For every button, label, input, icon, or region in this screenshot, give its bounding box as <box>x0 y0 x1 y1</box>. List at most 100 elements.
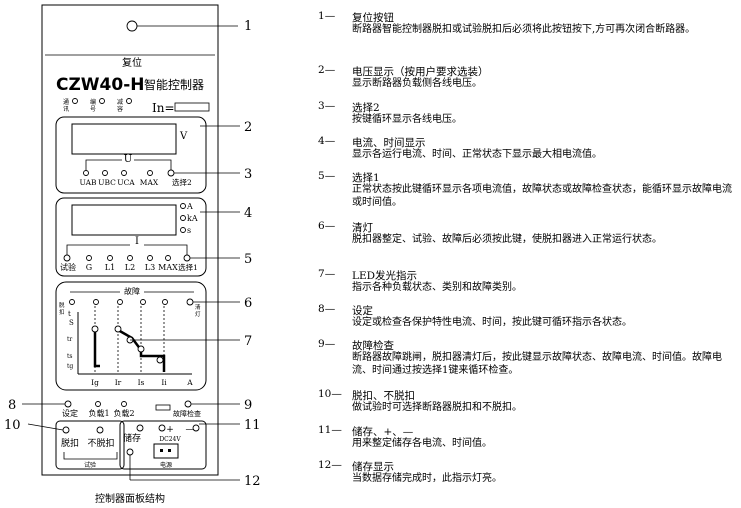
store-label: 储存 <box>123 432 141 444</box>
power-label: 电源 <box>160 461 172 469</box>
imax-label: MAX <box>158 263 178 272</box>
plus-button[interactable] <box>158 424 166 432</box>
store-led <box>126 448 134 456</box>
voltage-u-label: U <box>124 154 132 165</box>
current-display <box>71 204 177 236</box>
select2-button[interactable] <box>167 169 175 177</box>
load2-led <box>121 401 127 407</box>
comm-led <box>72 98 78 104</box>
panel-caption: 控制器面板结构 <box>95 492 165 505</box>
model-suffix: 智能控制器 <box>144 77 204 92</box>
g-led[interactable] <box>86 255 92 261</box>
legend-title: 电压显示（按用户要求选装） <box>352 66 489 78</box>
l1-label: L1 <box>105 263 115 272</box>
legend-num: 2— <box>318 64 336 76</box>
select1-label: 选择1 <box>178 262 198 272</box>
legend-num: 11— <box>318 424 342 436</box>
legend-title: 故障检查 <box>352 340 394 352</box>
legend-desc: 做试验时可选择断路器脱扣和不脱扣。 <box>352 402 522 413</box>
callout-12: 12 <box>244 474 261 489</box>
legend-title: 储存显示 <box>352 461 394 473</box>
fault-right-1: 清 <box>195 303 201 311</box>
select1-button[interactable] <box>183 254 191 262</box>
legend-title: 复位按钮 <box>352 12 394 24</box>
minus-button[interactable] <box>192 424 200 432</box>
fault-check-button[interactable] <box>184 400 192 408</box>
legend-desc: 断路器故障跳闸，脱扣器清灯后，按此键显示故障状态、故障电流、时间值。故障电流、时… <box>352 352 722 376</box>
trip-button[interactable] <box>62 426 70 434</box>
uca-led[interactable] <box>121 170 127 176</box>
callout-6: 6 <box>244 296 252 311</box>
legend-desc: 设定或检查各保护特性电流、时间，按此键可循环指示各状态。 <box>352 317 632 328</box>
curve-led-s2 <box>137 345 145 353</box>
fault-led-3 <box>117 299 123 305</box>
current-unit-a: A <box>186 202 193 211</box>
current-unit-a-led <box>180 203 186 209</box>
fault-led-2 <box>93 299 99 305</box>
setting-button[interactable] <box>64 400 72 408</box>
fault-led-5 <box>162 299 168 305</box>
reset-label: 复位 <box>122 56 142 69</box>
ubc-led[interactable] <box>102 170 108 176</box>
legend-desc: 显示各运行电流、时间、正常状态下显示最大相电流值。 <box>352 149 602 160</box>
fault-check-box <box>155 404 171 411</box>
curve-y-t: t <box>68 310 71 318</box>
legend-title: LED发光指示 <box>352 270 418 282</box>
legend-desc: 断路器智能控制器脱扣或试验脱扣后必须将此按钮按下,方可再次闭合断路器。 <box>352 24 696 35</box>
test-button[interactable] <box>63 254 71 262</box>
curve-x-is: Is <box>138 378 145 387</box>
protection-curve <box>93 330 100 368</box>
trip-bracket <box>63 452 118 460</box>
fault-section <box>55 281 207 391</box>
test-label: 试验 <box>60 262 76 272</box>
code-led <box>99 98 105 104</box>
legend-num: 4— <box>318 135 336 147</box>
fault-title-text: 故障 <box>124 286 140 296</box>
plus-label: + <box>166 425 174 435</box>
curve-y-tr: tr <box>67 336 72 343</box>
l1-led[interactable] <box>107 255 113 261</box>
no-trip-button[interactable] <box>96 426 104 434</box>
l2-led[interactable] <box>127 255 133 261</box>
legend-num: 10— <box>318 388 342 400</box>
no-trip-label: 不脱扣 <box>87 437 114 449</box>
curve-led-i <box>156 356 164 364</box>
legend-num: 9— <box>318 338 336 350</box>
legend-num: 8— <box>318 303 336 315</box>
legend-num: 1— <box>318 10 336 22</box>
legend-desc: 指示各种负载状态、类别和故障类别。 <box>352 282 522 293</box>
legend-title: 储存、+、— <box>352 426 414 438</box>
umax-label: MAX <box>140 178 159 187</box>
callout-2: 2 <box>244 120 252 135</box>
imax-led[interactable] <box>165 255 171 261</box>
store-button[interactable] <box>136 424 144 432</box>
legend-desc: 当数据存储完成时，此指示灯亮。 <box>352 473 502 484</box>
legend-num: 7— <box>318 268 336 280</box>
power-pin-2 <box>168 449 171 452</box>
l3-led[interactable] <box>147 255 153 261</box>
trip-caption: 试验 <box>84 461 96 469</box>
curve-y-tg: tg <box>67 363 73 370</box>
curve-y-ts: ts <box>67 353 73 360</box>
reset-button[interactable] <box>126 20 138 32</box>
fault-check-label: 故障检查 <box>173 409 201 418</box>
l2-label: L2 <box>125 263 135 272</box>
callout-8: 8 <box>8 398 16 413</box>
model-name: CZW40-H <box>56 75 145 95</box>
code-label-1: 编 <box>90 98 96 106</box>
legend-desc: 正常状态按此键循环显示各项电流值，故障状态或故障检查状态，能循环显示故障电流或时… <box>352 184 732 208</box>
uab-led[interactable] <box>83 170 89 176</box>
umax-led[interactable] <box>147 170 153 176</box>
callout-line-10 <box>27 423 64 431</box>
uab-label: UAB <box>79 178 97 187</box>
callout-10: 10 <box>4 418 21 433</box>
legend-num: 3— <box>318 100 336 112</box>
clear-button[interactable] <box>186 298 194 306</box>
current-bracket <box>66 244 188 255</box>
select2-label: 选择2 <box>172 177 192 187</box>
l3-label: L3 <box>145 263 155 272</box>
callout-1: 1 <box>244 19 252 34</box>
legend-desc: 显示断路器负载侧各线电压。 <box>352 78 482 89</box>
legend-num: 12— <box>318 459 342 471</box>
legend-num: 5— <box>318 170 336 182</box>
